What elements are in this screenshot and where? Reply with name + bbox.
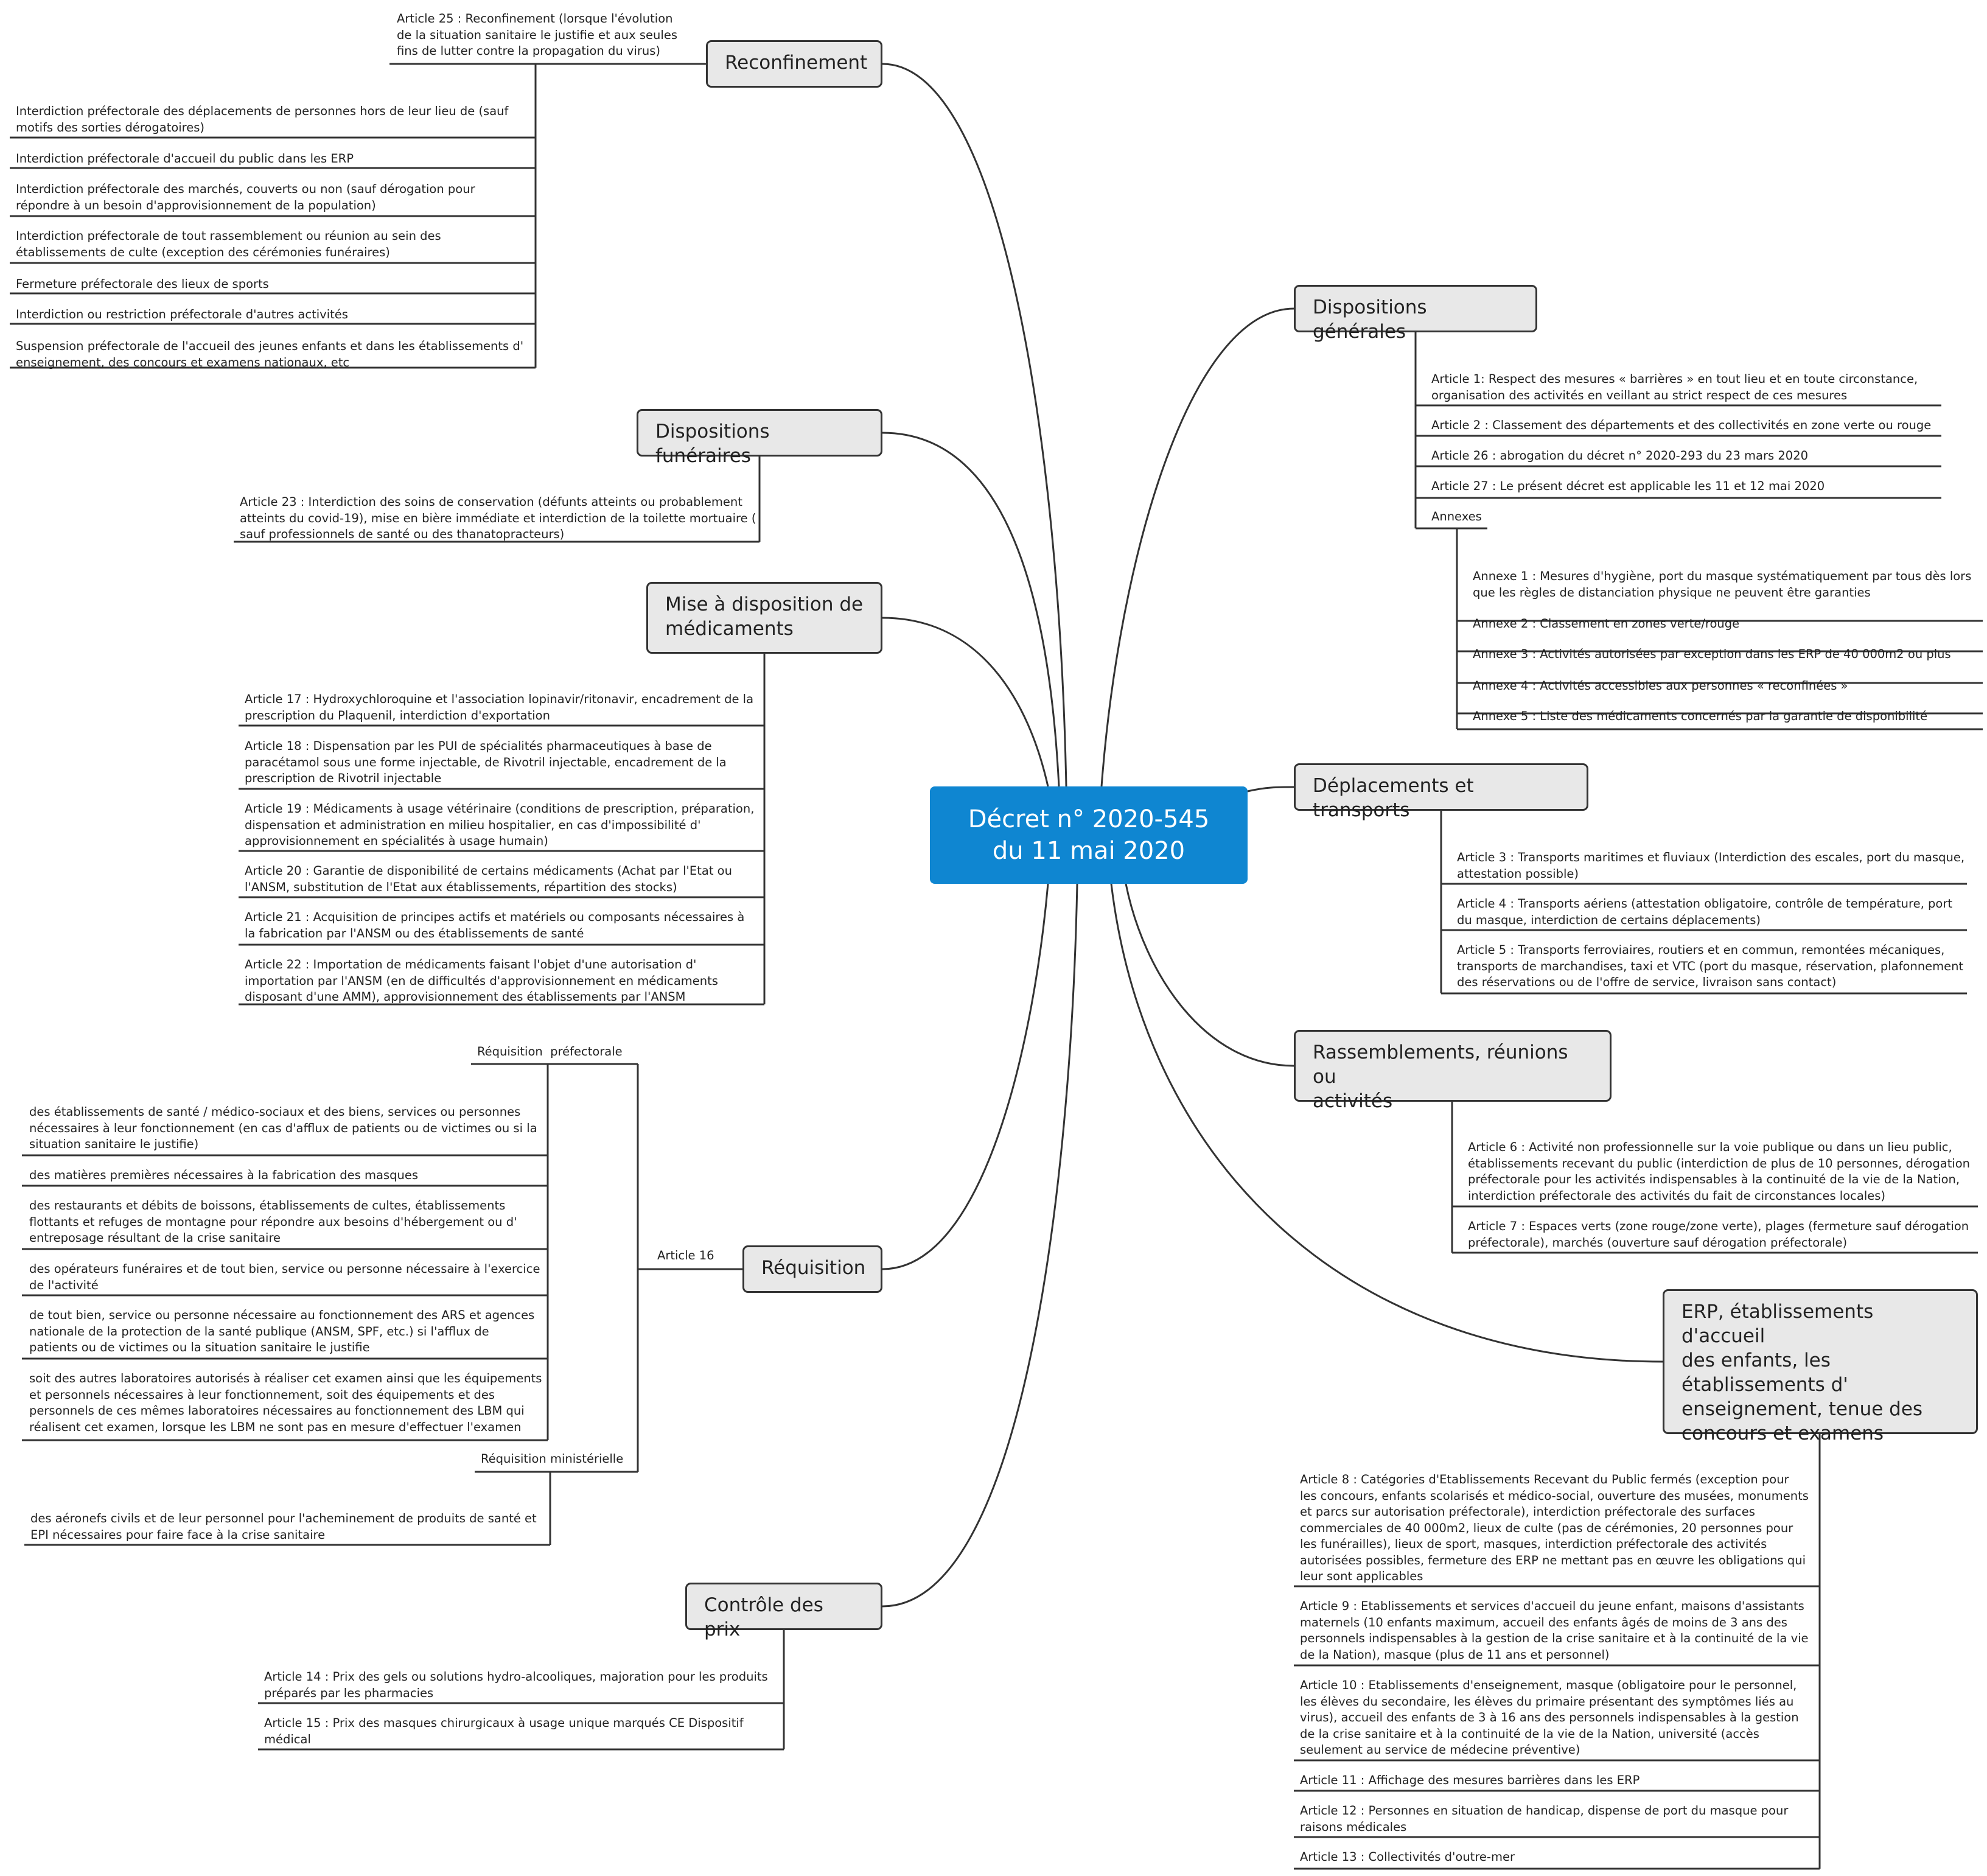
erp-item-5: Article 12 : Personnes en situation de h… bbox=[1300, 1804, 1789, 1834]
funeraires-item-1: Article 23 : Interdiction des soins de c… bbox=[240, 495, 756, 541]
generales-item-1: Article 1: Respect des mesures « barrièr… bbox=[1431, 372, 1918, 402]
erp-item-1: Article 8 : Catégories d'Etablissements … bbox=[1300, 1472, 1809, 1583]
prefectorale-item-4: des opérateurs funéraires et de tout bie… bbox=[29, 1262, 540, 1292]
curve-funeraires bbox=[882, 432, 1060, 787]
medicaments-item-2: Article 18 : Dispensation par les PUI de… bbox=[245, 739, 727, 785]
medicaments-item-5: Article 21 : Acquisition de principes ac… bbox=[245, 910, 745, 940]
annexe-item-3: Annexe 3 : Activités autorisées par exce… bbox=[1473, 647, 1951, 661]
prix-item-2: Article 15 : Prix des masques chirurgica… bbox=[264, 1716, 744, 1746]
medicaments-item-3: Article 19 : Médicaments à usage vétérin… bbox=[245, 802, 755, 848]
erp-item-3: Article 10 : Etablissements d'enseigneme… bbox=[1300, 1678, 1799, 1757]
requisition-prefectorale-label: Réquisition préfectorale bbox=[477, 1045, 623, 1059]
topic-dispositions-generales[interactable]: Dispositions générales bbox=[1294, 285, 1537, 343]
topic-dispositions-funeraires[interactable]: Dispositions funéraires bbox=[637, 409, 882, 467]
medicaments-item-4: Article 20 : Garantie de disponibilité d… bbox=[245, 864, 732, 894]
generales-item-2: Article 2 : Classement des départements … bbox=[1431, 418, 1932, 432]
deplacements-item-1: Article 3 : Transports maritimes et fluv… bbox=[1457, 850, 1965, 881]
annexe-item-2: Annexe 2 : Classement en zones verte/rou… bbox=[1473, 617, 1740, 631]
erp-item-4: Article 11 : Affichage des mesures barri… bbox=[1300, 1773, 1640, 1787]
topic-erp[interactable]: ERP, établissements d'accueil des enfant… bbox=[1663, 1289, 1978, 1444]
annexe-item-4: Annexe 4 : Activités accessibles aux per… bbox=[1473, 679, 1848, 693]
curve-prix bbox=[882, 883, 1078, 1608]
deplacements-item-2: Article 4 : Transports aériens (attestat… bbox=[1457, 897, 1952, 927]
topic-medicaments[interactable]: Mise à disposition de médicaments bbox=[646, 582, 882, 654]
erp-item-2: Article 9 : Etablissements et services d… bbox=[1300, 1599, 1809, 1662]
prefectorale-item-3: des restaurants et débits de boissons, é… bbox=[29, 1199, 517, 1245]
curve-reconfinement bbox=[882, 63, 1067, 787]
annexes-label: Annexes bbox=[1431, 509, 1482, 523]
reconfinement-item-4: Interdiction préfectorale de tout rassem… bbox=[16, 229, 441, 259]
reconfinement-item-5: Fermeture préfectorale des lieux de spor… bbox=[16, 277, 269, 291]
topic-reconfinement[interactable]: Reconfinement bbox=[706, 40, 882, 88]
curve-deplacements bbox=[1247, 786, 1294, 793]
annexe-item-1: Annexe 1 : Mesures d'hygiène, port du ma… bbox=[1473, 569, 1972, 600]
topic-rassemblements[interactable]: Rassemblements, réunions ou activités bbox=[1294, 1030, 1612, 1112]
reconfinement-item-1: Interdiction préfectorale des déplacemen… bbox=[16, 104, 509, 135]
prefectorale-item-2: des matières premières nécessaires à la … bbox=[29, 1168, 418, 1182]
prix-item-1: Article 14 : Prix des gels ou solutions … bbox=[264, 1670, 768, 1700]
reconfinement-item-7: Suspension préfectorale de l'accueil des… bbox=[16, 339, 524, 369]
medicaments-item-1: Article 17 : Hydroxychloroquine et l'ass… bbox=[245, 692, 754, 723]
reconfinement-item-6: Interdiction ou restriction préfectorale… bbox=[16, 307, 348, 321]
requisition-ministerielle-label: Réquisition ministérielle bbox=[481, 1452, 624, 1466]
topic-controle-des-prix[interactable]: Contrôle des prix bbox=[685, 1583, 882, 1640]
rassemblements-item-1: Article 6 : Activité non professionnelle… bbox=[1468, 1140, 1971, 1203]
curve-rassemblements bbox=[1125, 883, 1294, 1067]
ministerielle-item-1: des aéronefs civils et de leur personnel… bbox=[30, 1511, 537, 1542]
reconfinement-item-2: Interdiction préfectorale d'accueil du p… bbox=[16, 152, 354, 166]
topic-deplacements-transports[interactable]: Déplacements et transports bbox=[1294, 763, 1588, 821]
annexe-item-5: Annexe 5 : Liste des médicaments concern… bbox=[1473, 709, 1928, 723]
reconfinement-item-3: Interdiction préfectorale des marchés, c… bbox=[16, 182, 475, 212]
medicaments-item-6: Article 22 : Importation de médicaments … bbox=[245, 957, 718, 1004]
erp-item-6: Article 13 : Collectivités d'outre-mer bbox=[1300, 1850, 1515, 1864]
curve-medicaments bbox=[882, 617, 1049, 787]
prefectorale-item-1: des établissements de santé / médico-soc… bbox=[29, 1105, 537, 1151]
central-topic[interactable]: Décret n° 2020-545 du 11 mai 2020 bbox=[930, 786, 1248, 884]
rassemblements-item-2: Article 7 : Espaces verts (zone rouge/zo… bbox=[1468, 1219, 1969, 1250]
prefectorale-item-6: soit des autres laboratoires autorisés à… bbox=[29, 1371, 542, 1434]
topic-requisition[interactable]: Réquisition bbox=[742, 1245, 882, 1293]
prefectorale-item-5: de tout bien, service ou personne nécess… bbox=[29, 1308, 535, 1354]
reconfinement-intro: Article 25 : Reconfinement (lorsque l'év… bbox=[397, 12, 677, 58]
generales-item-3: Article 26 : abrogation du décret n° 202… bbox=[1431, 449, 1809, 463]
requisition-article-label: Article 16 bbox=[657, 1248, 714, 1262]
curve-generales bbox=[1100, 307, 1294, 787]
curve-erp bbox=[1110, 883, 1663, 1363]
curve-requisition bbox=[882, 883, 1049, 1270]
generales-item-4: Article 27 : Le présent décret est appli… bbox=[1431, 479, 1825, 493]
deplacements-item-3: Article 5 : Transports ferroviaires, rou… bbox=[1457, 943, 1964, 989]
